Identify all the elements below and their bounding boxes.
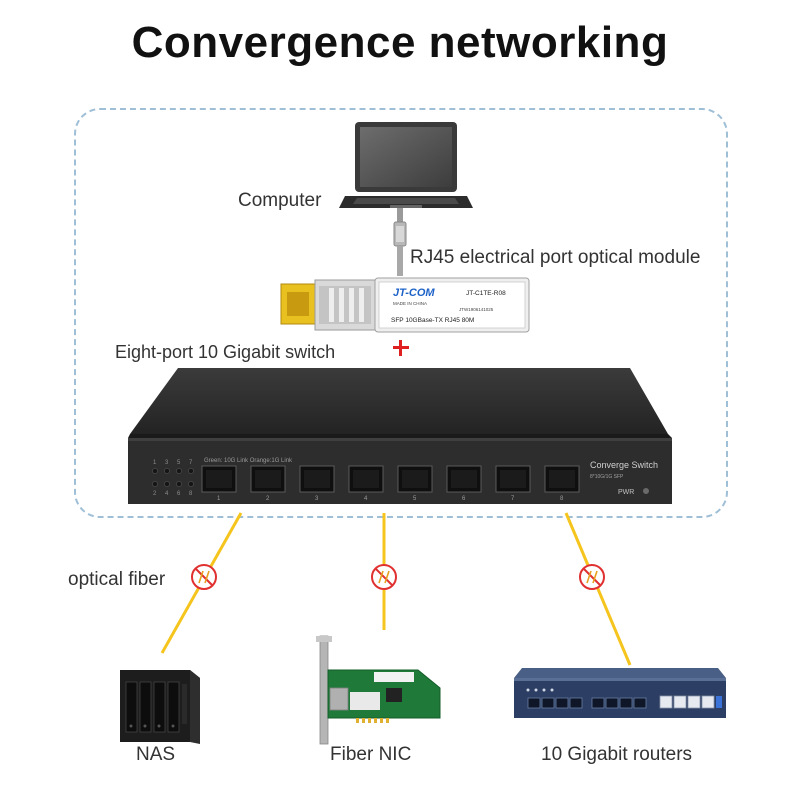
- no-break-icon: [579, 564, 605, 590]
- led-label-4: 4: [165, 491, 169, 497]
- switch-brand: Converge Switch: [590, 460, 658, 470]
- port-number: 8: [560, 496, 564, 502]
- computer-label: Computer: [238, 190, 322, 211]
- sfp-port: [250, 465, 286, 493]
- router-icon: [514, 668, 726, 718]
- led-label-5: 5: [177, 460, 181, 466]
- switch-sub: 8*10G/1G SFP: [590, 474, 624, 480]
- port-number: 6: [462, 496, 466, 502]
- sfp-port: [201, 465, 237, 493]
- module-spec: SFP 10GBase-TX RJ45 80M: [391, 317, 474, 324]
- module-serial: JTW1906141025: [459, 307, 494, 312]
- fiber-label: optical fiber: [68, 569, 166, 590]
- page-title: Convergence networking: [131, 18, 669, 67]
- port-number: 7: [511, 496, 515, 502]
- sfp-port: [544, 465, 580, 493]
- led-label-3: 3: [165, 460, 169, 466]
- nas-icon: [120, 670, 200, 744]
- sfp-port: [348, 465, 384, 493]
- sfp-port: [397, 465, 433, 493]
- module-brand: JT-COM: [393, 287, 435, 299]
- sfp-port: [495, 465, 531, 493]
- fiber-nic-icon: [316, 635, 441, 745]
- switch-area-frame: [74, 108, 728, 518]
- port-number: 5: [413, 496, 417, 502]
- no-break-icon: [191, 564, 217, 590]
- port-number: 3: [315, 496, 319, 502]
- no-break-icon: [371, 564, 397, 590]
- led-label-2: 2: [153, 491, 157, 497]
- module-origin: MADE IN CHINA: [393, 301, 427, 306]
- switch-label: Eight-port 10 Gigabit switch: [115, 342, 336, 362]
- nic-label: Fiber NIC: [330, 744, 412, 765]
- switch-legend: Green: 10G Link Orange:1G Link: [204, 458, 293, 464]
- plus-icon: [393, 340, 409, 356]
- led-label-1: 1: [153, 460, 157, 466]
- rj45-cable-icon: [393, 208, 407, 276]
- sfp-port: [299, 465, 335, 493]
- nas-label: NAS: [136, 744, 176, 765]
- pwr-led: [643, 488, 649, 494]
- sfp-ports: [201, 465, 580, 493]
- sfp-port: [446, 465, 482, 493]
- fiber-lines: [160, 512, 632, 666]
- port-number: 4: [364, 496, 368, 502]
- port-number: 1: [217, 496, 221, 502]
- laptop-icon: [339, 122, 473, 208]
- sfp-module-icon: JT-COM JT-C1TE-R08 MADE IN CHINA JTW1906…: [280, 277, 530, 333]
- switch-icon: 1 3 5 7 2 4 6 8 Green: 10G Link Orange:1…: [128, 368, 672, 504]
- module-model: JT-C1TE-R08: [466, 290, 506, 297]
- fiber-line: [564, 512, 632, 666]
- led-label-6: 6: [177, 491, 181, 497]
- led-label-7: 7: [189, 460, 193, 466]
- routers-label: 10 Gigabit routers: [541, 744, 693, 765]
- led-label-8: 8: [189, 491, 193, 497]
- port-number: 2: [266, 496, 270, 502]
- pwr-label: PWR: [618, 489, 634, 496]
- module-label: RJ45 electrical port optical module: [410, 247, 701, 268]
